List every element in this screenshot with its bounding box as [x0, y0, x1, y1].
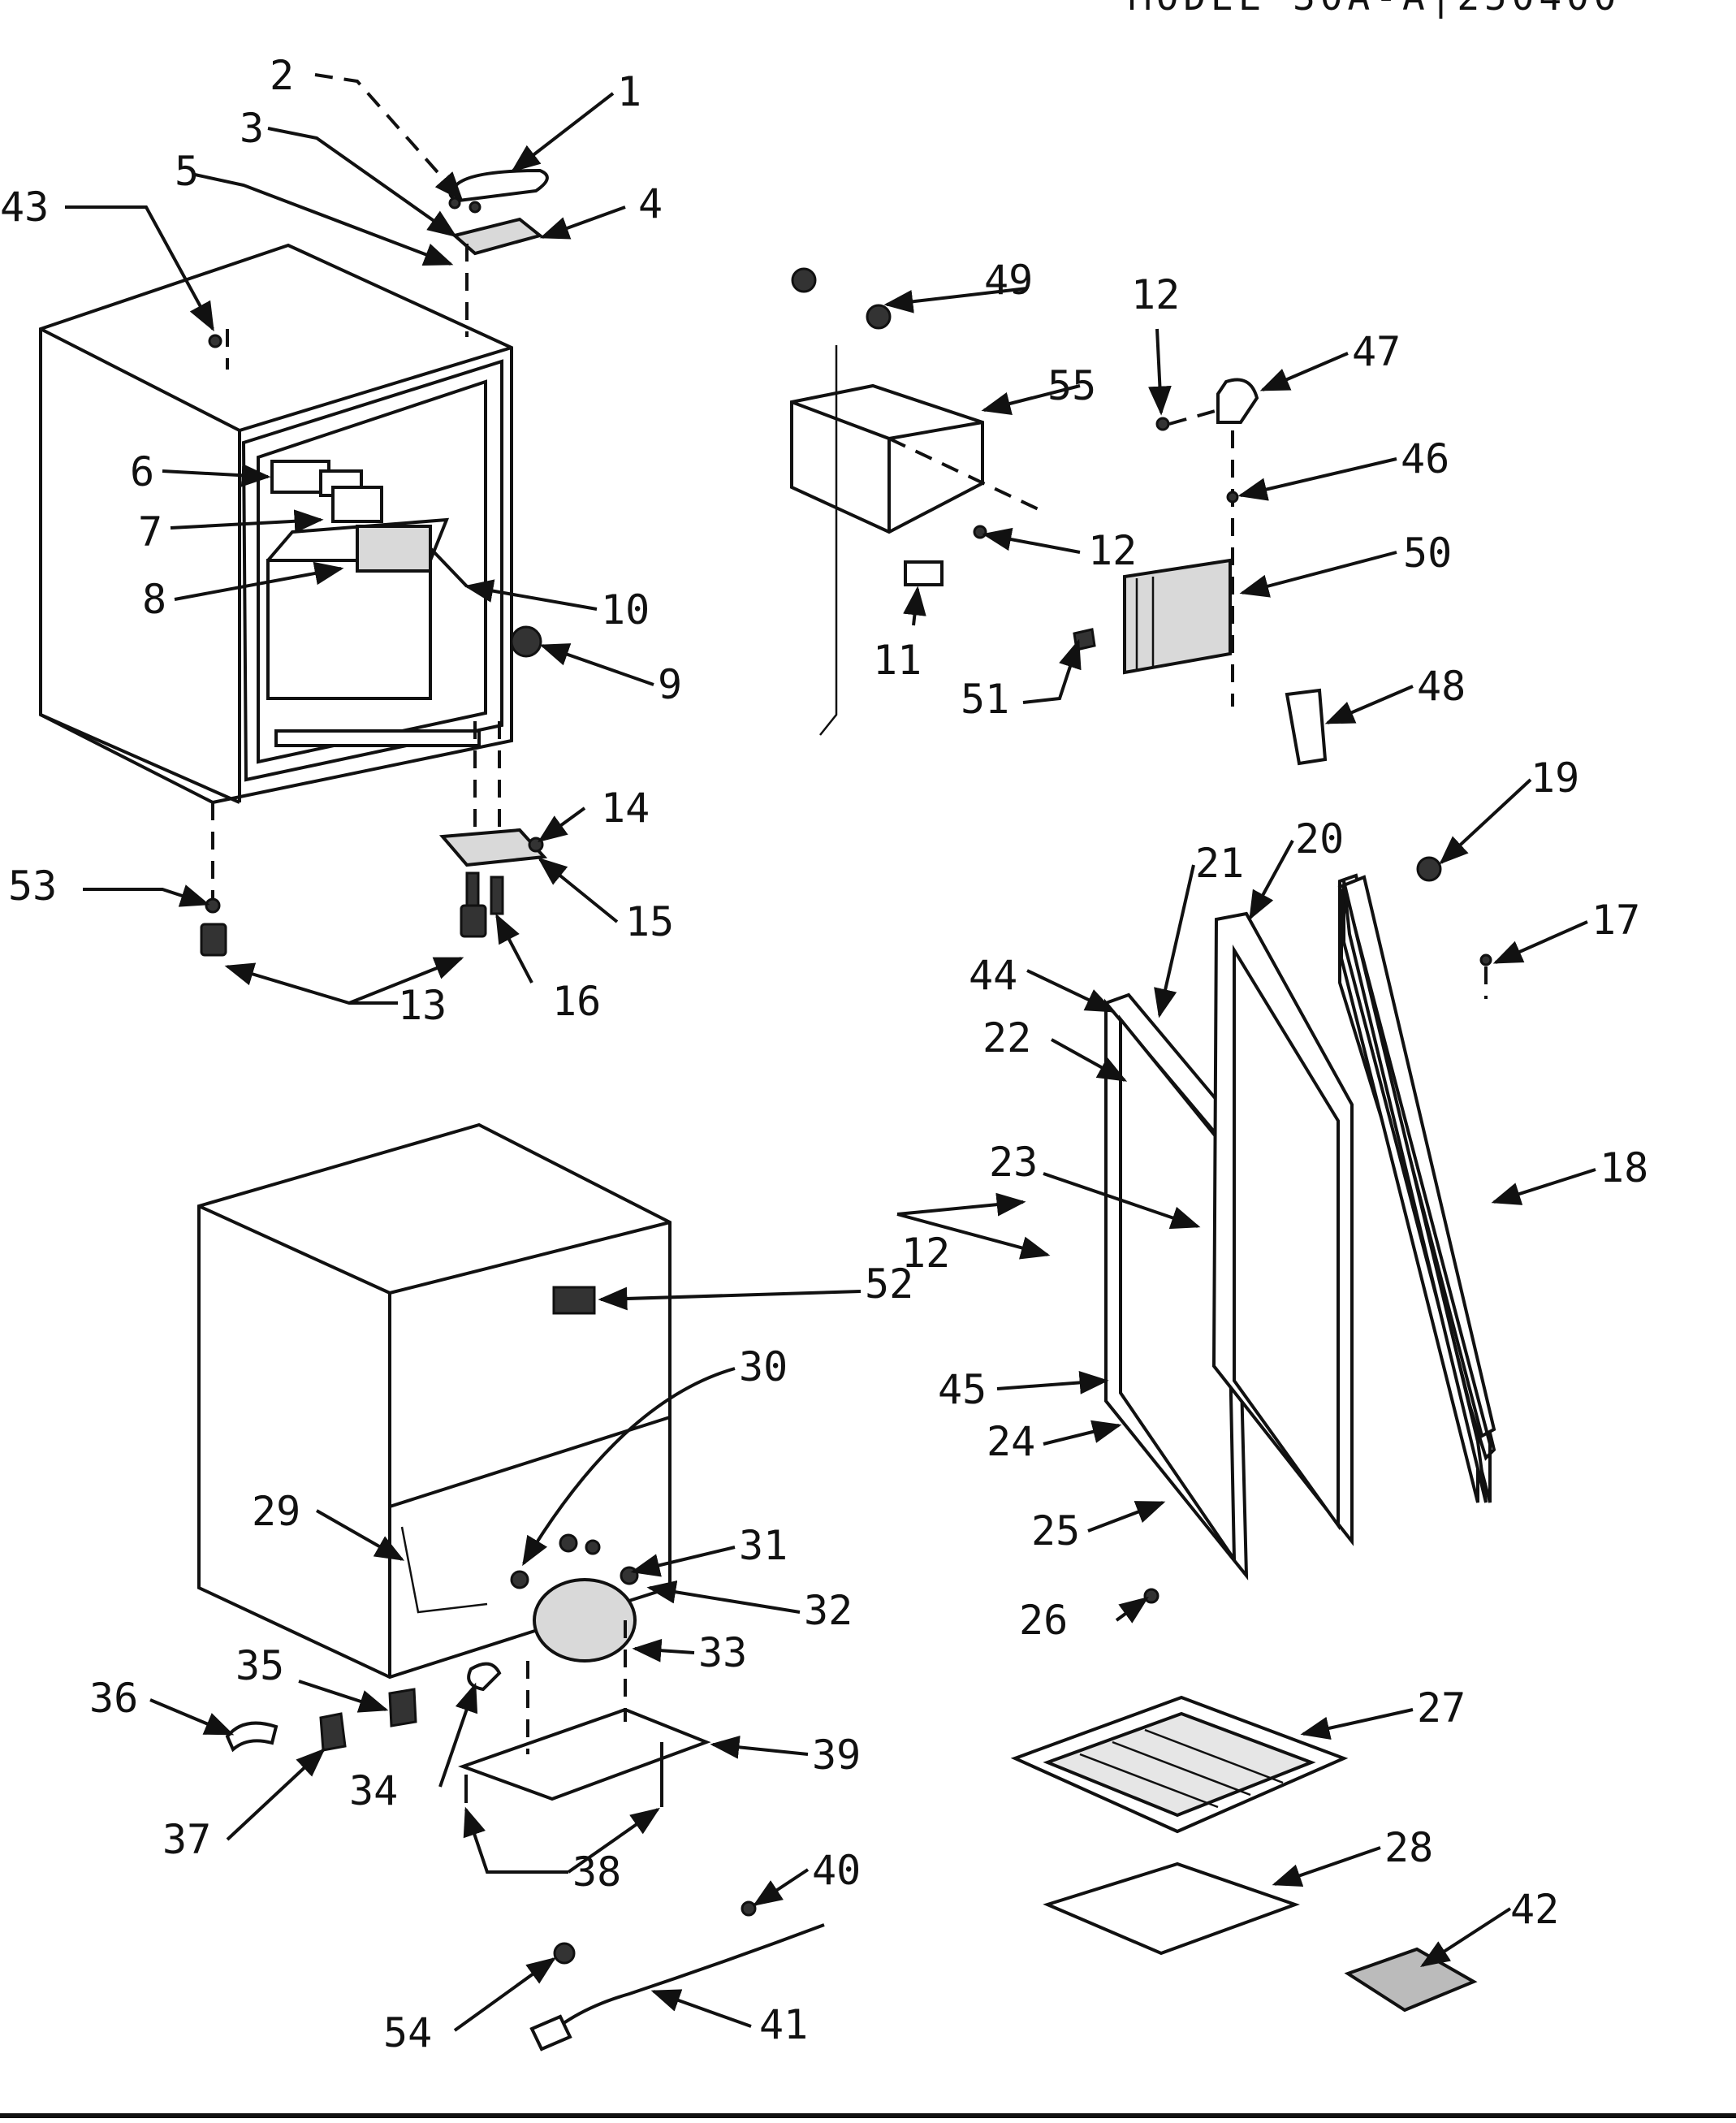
callout-34: 34: [349, 1767, 398, 1814]
callout-5: 5: [175, 148, 199, 195]
callout-12-c: 12: [901, 1230, 950, 1277]
callout-44: 44: [969, 952, 1017, 999]
callout-22: 22: [982, 1014, 1031, 1062]
callout-3: 3: [240, 105, 264, 152]
callout-35: 35: [235, 1642, 284, 1689]
callout-51: 51: [961, 676, 1009, 723]
callout-12-a: 12: [1131, 271, 1180, 318]
callout-39: 39: [812, 1732, 861, 1779]
callout-15: 15: [625, 898, 674, 945]
callout-32: 32: [804, 1587, 853, 1634]
callout-52: 52: [865, 1260, 913, 1308]
callout-41: 41: [759, 2001, 808, 2048]
callout-53: 53: [8, 863, 57, 910]
callout-28: 28: [1384, 1824, 1433, 1871]
cabinet-rear-drawing: [197, 1122, 825, 2052]
callout-25: 25: [1031, 1507, 1080, 1554]
callout-55: 55: [1047, 362, 1096, 409]
callout-27: 27: [1417, 1684, 1466, 1732]
callout-23: 23: [989, 1139, 1038, 1186]
callout-11: 11: [873, 637, 922, 684]
callout-37: 37: [162, 1816, 211, 1863]
callout-9: 9: [658, 661, 682, 708]
callout-17: 17: [1591, 897, 1640, 944]
callout-19: 19: [1531, 755, 1579, 802]
callout-33: 33: [698, 1629, 747, 1676]
callout-8: 8: [142, 576, 166, 623]
callout-42: 42: [1510, 1886, 1559, 1933]
callout-14: 14: [601, 785, 650, 832]
callout-45: 45: [938, 1366, 987, 1413]
callout-leaders: [65, 73, 1596, 2032]
callout-36: 36: [89, 1675, 138, 1722]
callout-26: 26: [1019, 1597, 1068, 1644]
model-header: MODEL 30A-A|250400: [1129, 0, 1622, 19]
callout-18: 18: [1600, 1144, 1648, 1191]
callout-29: 29: [252, 1488, 300, 1535]
callout-31: 31: [739, 1522, 788, 1569]
callout-43: 43: [0, 184, 49, 231]
callout-6: 6: [130, 448, 154, 495]
callout-7: 7: [138, 508, 162, 556]
callout-21: 21: [1195, 840, 1244, 887]
callout-49: 49: [984, 257, 1033, 304]
callout-4: 4: [638, 180, 663, 227]
callout-47: 47: [1352, 328, 1401, 375]
callout-10: 10: [601, 586, 650, 633]
callout-12-b: 12: [1088, 527, 1137, 574]
callout-16: 16: [552, 978, 601, 1025]
callout-30: 30: [739, 1343, 788, 1390]
callout-46: 46: [1401, 435, 1449, 482]
callout-48: 48: [1417, 663, 1466, 710]
callout-38: 38: [572, 1848, 621, 1896]
callout-54: 54: [383, 2009, 432, 2056]
callout-20: 20: [1295, 815, 1344, 863]
callout-13: 13: [398, 982, 447, 1029]
door-components-drawing: [790, 267, 1496, 2013]
cabinet-front-drawing: [39, 168, 549, 957]
callout-numbers: 1 2 3 4 5 6 7 8 9 10 11 12 12 12 13 14 1…: [0, 52, 1648, 2056]
callout-24: 24: [987, 1418, 1035, 1465]
callout-40: 40: [812, 1847, 861, 1894]
callout-50: 50: [1403, 530, 1452, 577]
callout-2: 2: [270, 52, 294, 99]
callout-1: 1: [617, 68, 641, 115]
